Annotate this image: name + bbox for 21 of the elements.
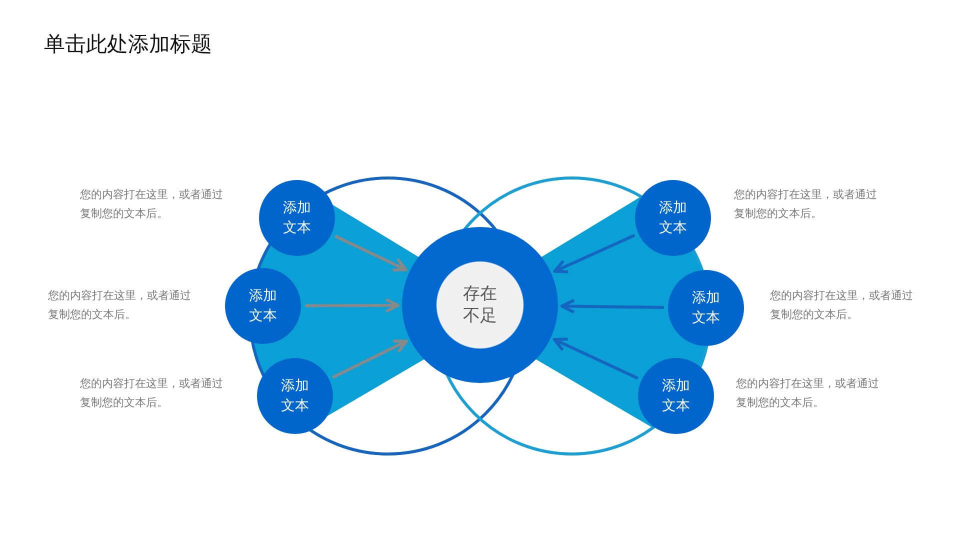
node-label: 添加文本 <box>658 198 688 238</box>
arrow <box>552 338 639 380</box>
node-label: 添加文本 <box>282 198 312 238</box>
description-text: 您的内容打在这里，或者通过复制您的文本后。 <box>48 288 192 324</box>
description-text: 您的内容打在这里，或者通过复制您的文本后。 <box>770 288 914 324</box>
slide-title: 单击此处添加标题 <box>44 31 212 58</box>
arrow <box>560 298 664 314</box>
topic-circle <box>257 358 333 434</box>
arrow <box>553 234 636 274</box>
arrow <box>305 298 400 313</box>
node-label: 存在不足 <box>462 282 498 328</box>
description-text: 您的内容打在这里，或者通过复制您的文本后。 <box>734 187 878 222</box>
node-label: 添加文本 <box>248 286 278 326</box>
description-text: 您的内容打在这里，或者通过复制您的文本后。 <box>80 376 224 412</box>
arrow <box>332 340 408 379</box>
node-label: 添加文本 <box>661 376 691 416</box>
description-text: 您的内容打在这里，或者通过复制您的文本后。 <box>736 376 880 412</box>
node-label: 添加文本 <box>691 288 721 328</box>
node-label: 添加文本 <box>280 376 310 416</box>
arrow <box>334 234 408 272</box>
description-text: 您的内容打在这里，或者通过复制您的文本后。 <box>80 187 224 222</box>
